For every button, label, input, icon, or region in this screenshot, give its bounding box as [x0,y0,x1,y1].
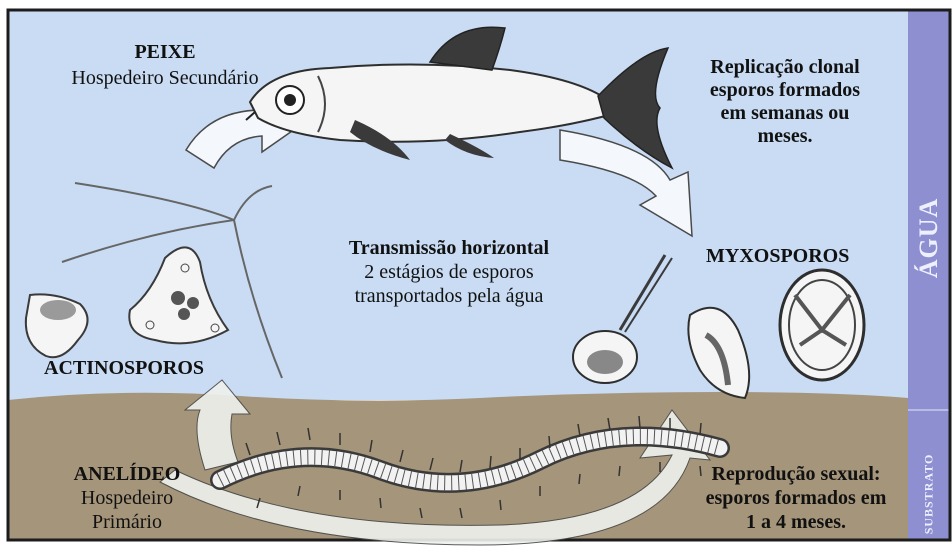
reproducao-text: Reprodução sexual: esporos formados em 1… [678,462,914,534]
substrato-side-label: SUBSTRATO [922,454,937,535]
replicacao-text: Replicação clonal esporos formados em se… [670,56,900,148]
agua-side-label: ÁGUA [914,198,944,279]
anelideo-text: ANELÍDEO Hospedeiro Primário [46,462,208,534]
peixe-title: PEIXE [110,40,220,64]
anelideo-title: ANELÍDEO [46,462,208,486]
actinosporos-label: ACTINOSPOROS [44,356,204,380]
peixe-subtitle: Hospedeiro Secundário [22,66,308,90]
transmissao-text: Transmissão horizontal 2 estágios de esp… [315,236,583,308]
transmissao-title: Transmissão horizontal [315,236,583,260]
myxosporos-label: MYXOSPOROS [706,244,849,268]
